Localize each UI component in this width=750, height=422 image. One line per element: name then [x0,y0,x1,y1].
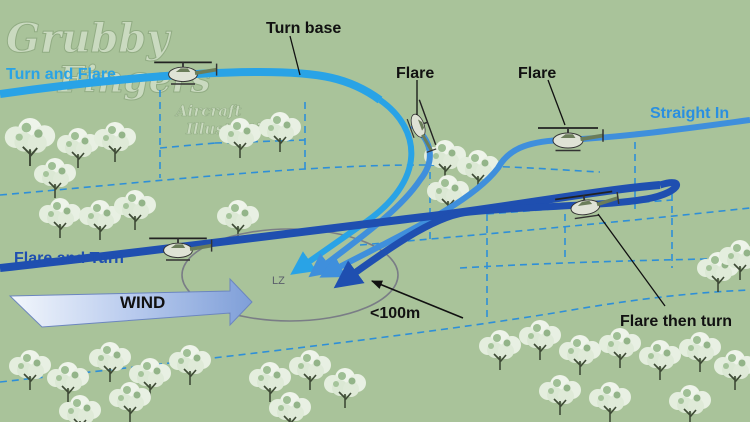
landing-zone-marker: LZ [272,275,285,287]
turn-base-label: Turn base [266,20,341,37]
distance-label: <100m [370,305,420,322]
flare-then-turn-path [333,179,681,289]
turn-base-descent-path [290,97,415,275]
distance-arrow [370,280,464,319]
svg-text:Aircraft: Aircraft [174,102,241,120]
flare-then-turn-label: Flare then turn [620,313,732,330]
turn-base-leader [289,35,301,76]
svg-text:Grubby: Grubby [6,15,172,62]
straight-in-label: Straight In [650,105,729,122]
flare-and-turn-label: Flare and Turn [14,250,124,267]
flare-right-leader [547,79,566,126]
straight-in-path [319,117,750,278]
turn-and-flare-path [0,67,383,104]
flare-and-turn-path [0,181,661,272]
wind-arrow: WIND [8,277,253,328]
flare-center-label: Flare [396,65,434,82]
landing-zone-circle [181,228,399,322]
wind-label: WIND [120,293,165,312]
flare-right-label: Flare [518,65,556,82]
flare-then-turn-leader [597,213,666,307]
turn-and-flare-label: Turn and Flare [6,66,116,83]
